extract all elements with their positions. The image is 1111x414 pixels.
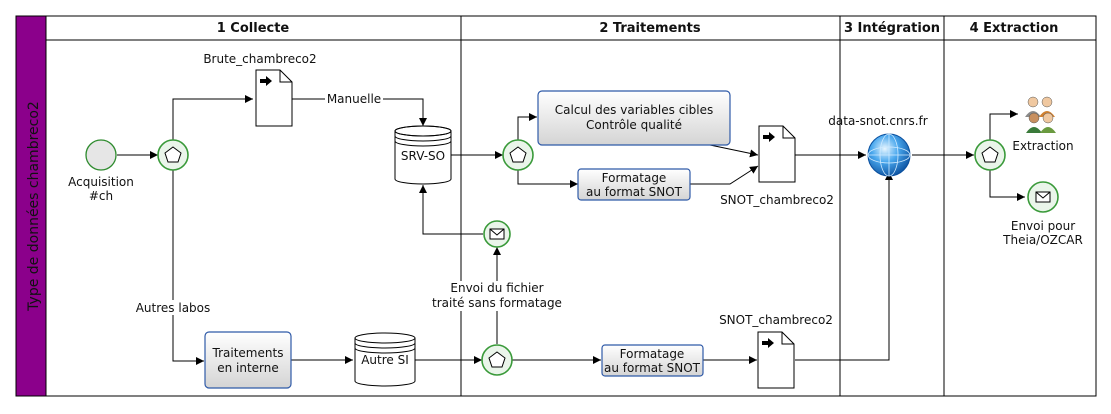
brute-doc-label: Brute_chambreco2 — [203, 52, 316, 66]
edge — [989, 110, 1018, 140]
lane-header-extraction: 4 Extraction — [970, 21, 1059, 36]
edge — [795, 172, 893, 361]
edge-label-bg — [134, 300, 212, 315]
start-event-acquisition[interactable]: Acquisition #ch — [68, 139, 134, 203]
edge — [419, 185, 483, 235]
people-icon — [1025, 96, 1056, 133]
acquisition-label: Acquisition — [68, 175, 134, 189]
pentagon-event[interactable] — [502, 139, 534, 171]
pentagon-event[interactable] — [481, 344, 513, 376]
arrow-icon — [260, 76, 272, 86]
task-label: Formatage — [620, 347, 685, 361]
edge-label-envoi-fichier: traité sans formatage — [432, 296, 562, 310]
edge-label-manuelle: Manuelle — [327, 92, 381, 106]
task-box — [204, 331, 292, 389]
start-event-circle — [85, 139, 117, 171]
edge — [709, 144, 759, 158]
acquisition-label: #ch — [89, 189, 113, 203]
document-snot-bottom[interactable]: SNOT_chambreco2 — [719, 313, 833, 389]
task-label: au format SNOT — [586, 185, 683, 199]
pentagon-icon — [981, 146, 999, 163]
task-label: au format SNOT — [604, 361, 701, 375]
pentagon-event[interactable] — [974, 139, 1006, 171]
pool-band — [15, 15, 47, 397]
task-label: Traitements — [212, 346, 284, 360]
task-label: en interne — [217, 361, 279, 375]
autre-si-label: Autre SI — [361, 353, 409, 367]
envoi-theia-label: Theia/OZCAR — [1002, 233, 1083, 247]
database-shape — [354, 338, 416, 387]
snot-doc-top-label: SNOT_chambreco2 — [720, 193, 834, 207]
pentagon-event[interactable] — [157, 139, 189, 171]
lane-header-collecte: 1 Collecte — [217, 21, 290, 36]
edge-label-envoi-fichier: Envoi du fichier — [450, 281, 543, 295]
extraction-label: Extraction — [1012, 139, 1073, 153]
task-formatage-top[interactable]: Formatage au format SNOT — [577, 168, 691, 201]
snot-doc-bottom-label: SNOT_chambreco2 — [719, 313, 833, 327]
envelope-icon — [489, 228, 505, 240]
edge — [517, 170, 578, 188]
envelope-icon — [1035, 191, 1051, 203]
document-shape — [758, 125, 796, 183]
data-snot-portal[interactable]: data-snot.cnrs.fr — [828, 114, 928, 177]
lane-header-integration: 3 Intégration — [844, 21, 940, 36]
srv-so-label: SRV-SO — [401, 149, 445, 163]
edge-label-autres-labos: Autres labos — [136, 301, 211, 315]
arrow-icon — [762, 338, 774, 348]
data-snot-label: data-snot.cnrs.fr — [828, 114, 928, 128]
envoi-theia-label: Envoi pour — [1011, 219, 1075, 233]
edge — [172, 95, 253, 140]
edge — [989, 170, 1025, 201]
lane-header-traitements: 2 Traitements — [599, 21, 701, 36]
pool-title: Type de données chambreco2 — [26, 101, 42, 312]
task-box — [577, 168, 691, 201]
document-shape — [757, 331, 795, 389]
message-event-theia[interactable]: Envoi pour Theia/OZCAR — [1002, 181, 1083, 247]
arrow-icon — [763, 132, 775, 142]
edge-label-bg — [430, 281, 564, 311]
task-label: Contrôle qualité — [586, 118, 682, 132]
task-traitements-interne[interactable]: Traitements en interne — [204, 331, 292, 389]
edge-label-bg — [325, 91, 383, 106]
edge — [517, 113, 537, 140]
edge — [172, 170, 204, 365]
database-autre-si[interactable]: Autre SI — [354, 332, 416, 387]
pentagon-icon — [164, 146, 182, 163]
database-srv-so[interactable]: SRV-SO — [394, 125, 452, 185]
task-label: Formatage — [602, 171, 667, 185]
task-formatage-bottom[interactable]: Formatage au format SNOT — [601, 344, 704, 377]
document-shape — [255, 69, 293, 127]
document-snot-top[interactable]: SNOT_chambreco2 — [720, 125, 834, 207]
message-event[interactable] — [483, 220, 511, 248]
task-box — [537, 90, 731, 146]
task-box — [601, 344, 704, 377]
pentagon-icon — [509, 146, 527, 163]
pentagon-icon — [488, 351, 506, 368]
edge — [690, 165, 759, 185]
database-shape — [394, 131, 452, 185]
task-label: Calcul des variables cibles — [555, 103, 713, 117]
task-calcul[interactable]: Calcul des variables cibles Contrôle qua… — [537, 90, 731, 146]
document-brute[interactable]: Brute_chambreco2 — [203, 52, 317, 127]
extraction-users[interactable]: Extraction — [1012, 96, 1074, 153]
pool: Type de données chambreco2 — [15, 15, 1097, 397]
